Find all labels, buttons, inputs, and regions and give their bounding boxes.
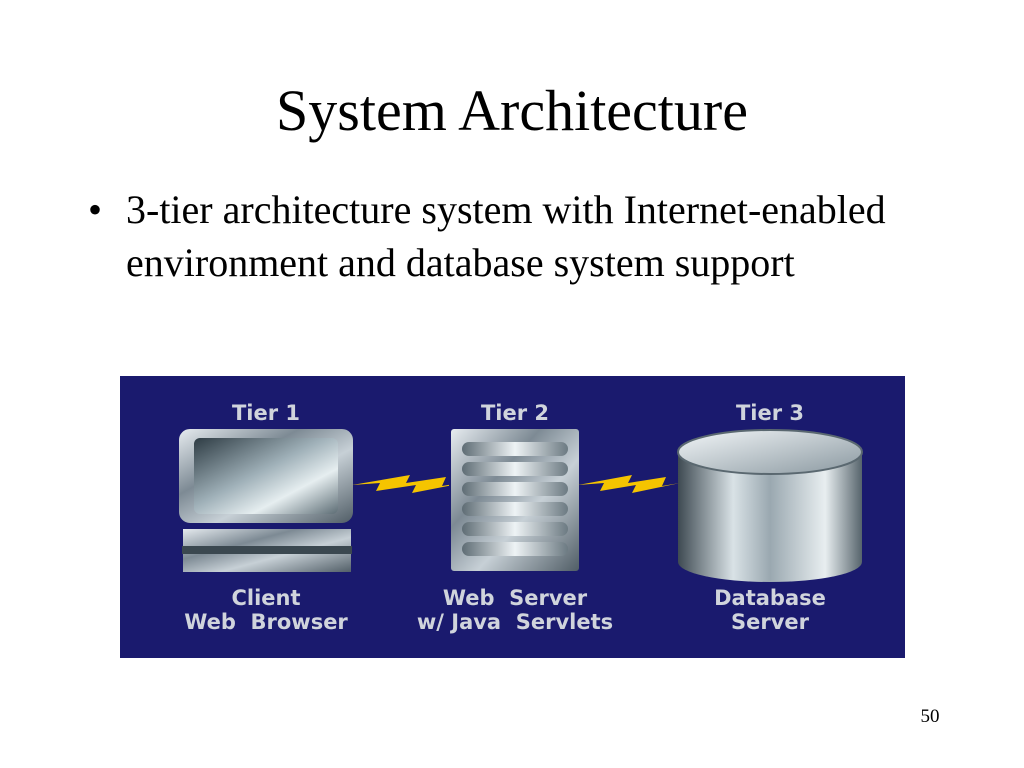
connection-bolt-icon: [578, 475, 680, 493]
connection-bolt-icon: [352, 475, 484, 493]
bullet-item: • 3-tier architecture system with Intern…: [88, 183, 918, 289]
slide-title: System Architecture: [276, 78, 748, 143]
architecture-diagram-graphic: [177, 427, 863, 582]
server-rack-icon: [449, 427, 581, 573]
architecture-diagram: Tier 1 Tier 2 Tier 3 Client Web Browser …: [120, 376, 905, 658]
bullet-marker: •: [88, 187, 103, 232]
computer-monitor-icon: [177, 427, 355, 574]
tier-2-label: Web Server w/ Java Servlets: [416, 586, 614, 634]
bullet-list: • 3-tier architecture system with Intern…: [88, 183, 918, 289]
tier-3-heading: Tier 3: [735, 401, 805, 425]
page-number: 50: [920, 706, 940, 727]
tier-1-label: Client Web Browser: [184, 586, 348, 634]
tier-2-heading: Tier 2: [480, 401, 550, 425]
tier-3-label: Database Server: [714, 586, 826, 634]
database-cylinder-icon: [677, 429, 863, 582]
bullet-text: 3-tier architecture system with Internet…: [126, 187, 886, 285]
tier-1-heading: Tier 1: [231, 401, 301, 425]
